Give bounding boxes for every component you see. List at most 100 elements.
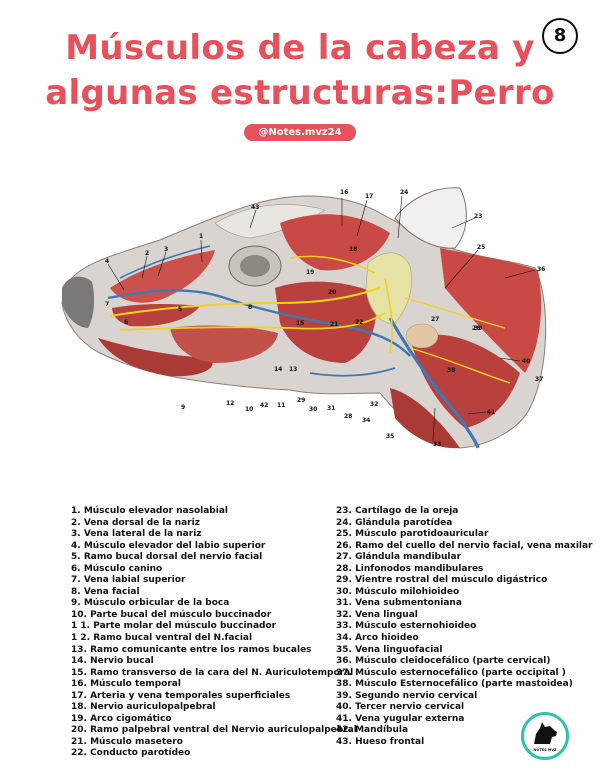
legend-item: 6. Músculo canino: [71, 563, 163, 574]
legend-item: 4. Músculo elevador del labio superior: [71, 540, 266, 551]
label-19: 19: [306, 269, 314, 276]
legend-item: 1 1. Parte molar del músculo buccinador: [71, 621, 277, 632]
canine-muscle: [112, 303, 200, 327]
label-14: 14: [274, 366, 282, 373]
label-22: 22: [355, 319, 363, 326]
legend-right-column: 23. Cartílago de la oreja 24. Glándula p…: [336, 506, 593, 748]
mandibular-gland: [405, 323, 439, 349]
label-6: 6: [124, 319, 128, 326]
legend-item: 3. Vena lateral de la nariz: [71, 529, 202, 540]
label-16: 16: [340, 189, 348, 196]
legend-item: 25. Músculo parotidoauricular: [336, 529, 489, 540]
label-5: 5: [178, 306, 182, 313]
legend-item: 23. Cartílago de la oreja: [336, 506, 459, 516]
label-21: 21: [330, 321, 338, 328]
legend-item: 13. Ramo comunicante entre los ramos buc…: [71, 644, 312, 655]
legend-item: 26. Ramo del cuello del nervio facial, v…: [336, 540, 593, 551]
label-42: 42: [260, 402, 268, 409]
label-41: 41: [487, 409, 495, 416]
author-handle-badge: @Notes.mvz24: [244, 124, 356, 141]
page-number-badge: 8: [542, 18, 578, 54]
orbicularis-oris-muscle: [98, 338, 213, 377]
label-7: 7: [105, 301, 109, 308]
label-37: 37: [535, 376, 543, 383]
dog-head-logo-icon: [534, 722, 557, 744]
label-25: 25: [477, 244, 485, 251]
legend-item: 24. Glándula parotídea: [336, 517, 453, 528]
label-8: 8: [248, 304, 252, 311]
label-13: 13: [289, 366, 297, 373]
logo-text: NOTES MVZ: [533, 748, 557, 752]
label-23: 23: [474, 213, 482, 220]
buccinator-muscle: [170, 325, 278, 363]
label-29: 29: [297, 397, 305, 404]
legend-item: 43. Hueso frontal: [336, 736, 425, 747]
legend-item: 38. Músculo Esternocefálico (parte masto…: [336, 679, 573, 690]
legend-item: 30. Músculo milohioideo: [336, 586, 460, 597]
label-33: 33: [433, 441, 441, 448]
cervical-nerve-2: [404, 297, 506, 329]
legend-item: 1. Músculo elevador nasolabial: [71, 506, 228, 516]
dorsal-nasal-vein: [119, 245, 211, 279]
dorsal-buccal-nerve: [109, 287, 381, 317]
legend-item: 39. Segundo nervio cervical: [336, 690, 478, 701]
legend-item: 16. Músculo temporal: [71, 679, 181, 690]
label-32: 32: [370, 401, 378, 408]
label-9: 9: [181, 404, 185, 411]
legend-item: 32. Vena lingual: [336, 609, 418, 620]
legend-item: 28. Linfonodos mandibulares: [336, 563, 484, 574]
legend-item: 1 2. Ramo bucal ventral del N.facial: [71, 633, 253, 644]
ventral-buccal-nerve: [119, 312, 386, 331]
legend-item: 8. Vena facial: [71, 586, 140, 597]
legend-item: 15. Ramo transverso de la cara del N. Au…: [71, 667, 354, 678]
label-24: 24: [400, 189, 408, 196]
legend-item: 5. Ramo bucal dorsal del nervio facial: [71, 552, 263, 563]
label-38: 38: [447, 367, 455, 374]
legend-item: 42. Mandíbula: [336, 725, 409, 736]
label-36: 36: [537, 266, 545, 273]
label-18: 18: [349, 246, 357, 253]
label-39: 39: [474, 325, 482, 332]
label-20: 20: [328, 289, 336, 296]
auriculopalpebral-nerve: [289, 255, 376, 274]
label-31: 31: [327, 405, 335, 412]
brand-logo: NOTES MVZ: [521, 712, 569, 760]
legend-item: 29. Vientre rostral del músculo digástri…: [336, 575, 548, 586]
legend-item: 41. Vena yugular externa: [336, 713, 465, 724]
facial-nerve-branch: [384, 277, 393, 354]
cervical-nerve-3: [409, 347, 511, 384]
legend-item: 33. Músculo esternohioideo: [336, 621, 477, 632]
label-11: 11: [277, 402, 285, 409]
leader-lines: [107, 195, 536, 442]
facial-vein: [107, 289, 411, 357]
label-15: 15: [296, 320, 304, 327]
cleidocephalicus-muscle: [440, 248, 542, 373]
levator-nasolabialis-muscle: [110, 250, 215, 303]
legend-item: 34. Arco hioideo: [336, 633, 419, 644]
label-4: 4: [105, 258, 109, 265]
legend-item: 22. Conducto parotídeo: [71, 748, 191, 759]
dog-head-anatomy-illustration: 1 2 3 4 5 6 7 8 9 10 11 12 13 14 15 16 1…: [50, 178, 570, 478]
sternohyoideus-muscle: [390, 388, 460, 449]
label-2: 2: [145, 250, 149, 257]
legend-item: 7. Vena labial superior: [71, 575, 186, 586]
parotid-gland: [365, 252, 412, 324]
label-43: 43: [251, 204, 259, 211]
label-17: 17: [365, 193, 373, 200]
legend-item: 17. Arteria y vena temporales superficia…: [71, 690, 291, 701]
legend-item: 9. Músculo orbicular de la boca: [71, 598, 230, 609]
label-30: 30: [309, 406, 317, 413]
ear-cartilage: [394, 187, 467, 249]
label-28: 28: [344, 413, 352, 420]
legend-item: 31. Vena submentoniana: [336, 598, 462, 609]
label-40: 40: [522, 358, 530, 365]
nose: [62, 276, 95, 328]
label-35: 35: [386, 433, 394, 440]
legend-item: 18. Nervio auriculopalpebral: [71, 702, 216, 713]
title-line-2: algunas estructuras:Perro: [45, 73, 555, 113]
sternocephalicus-muscle: [410, 334, 520, 428]
title-line-1: Músculos de la cabeza y: [65, 28, 535, 68]
label-34: 34: [362, 417, 370, 424]
legend-item: 14. Nervio bucal: [71, 656, 154, 667]
legend-item: 2. Vena dorsal de la nariz: [71, 517, 200, 528]
